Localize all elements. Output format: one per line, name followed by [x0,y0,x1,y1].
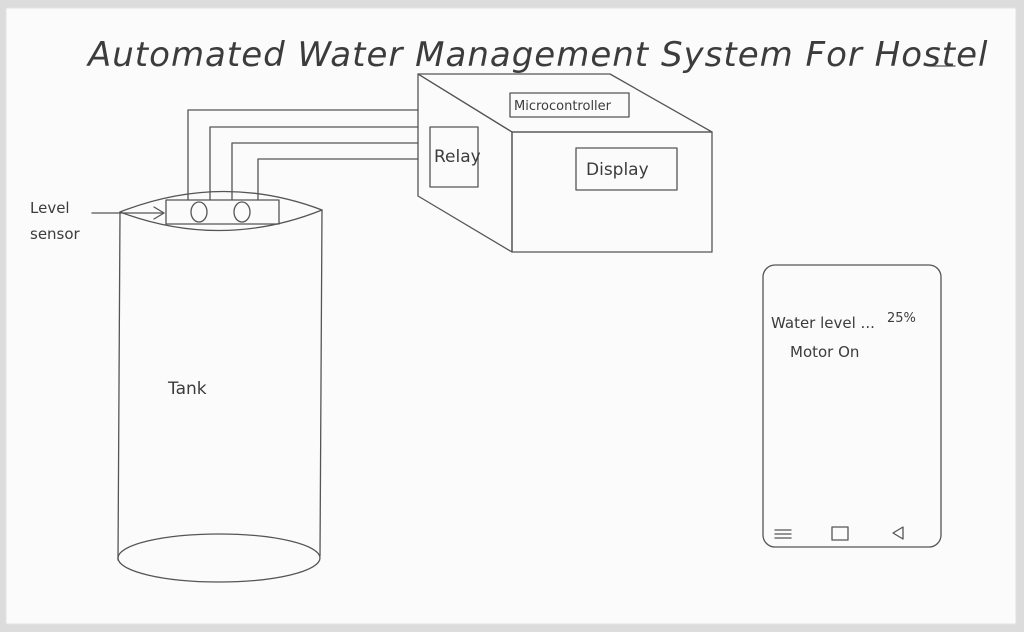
arrow-head-icon [153,206,165,220]
sensor-transducer-left [190,201,208,223]
level-sensor-label-line1: Level [30,199,70,217]
water-level-label: Water level ... [771,314,875,332]
diagram-title: Automated Water Management System For Ho… [86,35,988,75]
paper [5,7,1017,625]
level-sensor [165,199,280,225]
menu-icon[interactable] [774,529,792,539]
relay-label: Relay [434,147,481,167]
relay-module: Relay [429,126,481,188]
back-triangle-icon[interactable] [892,526,904,540]
tank: Tank [117,190,323,583]
sensor-transducer-right [233,201,251,223]
square-icon[interactable] [831,526,849,541]
controller-box [417,73,713,253]
display-label: Display [586,160,649,180]
water-level-value: 25% [887,311,916,326]
microcontroller-label: Microcontroller [514,99,612,114]
microcontroller-module: Microcontroller [509,92,630,118]
motor-status: Motor On [790,343,859,361]
tank-label: Tank [167,379,207,399]
sensor-wires [187,109,419,201]
display-module: Display [575,147,678,191]
phone: Water level ... 25% Motor On [762,264,942,548]
level-sensor-label-line2: sensor [30,225,81,243]
level-sensor-callout: Level sensor [30,199,165,243]
